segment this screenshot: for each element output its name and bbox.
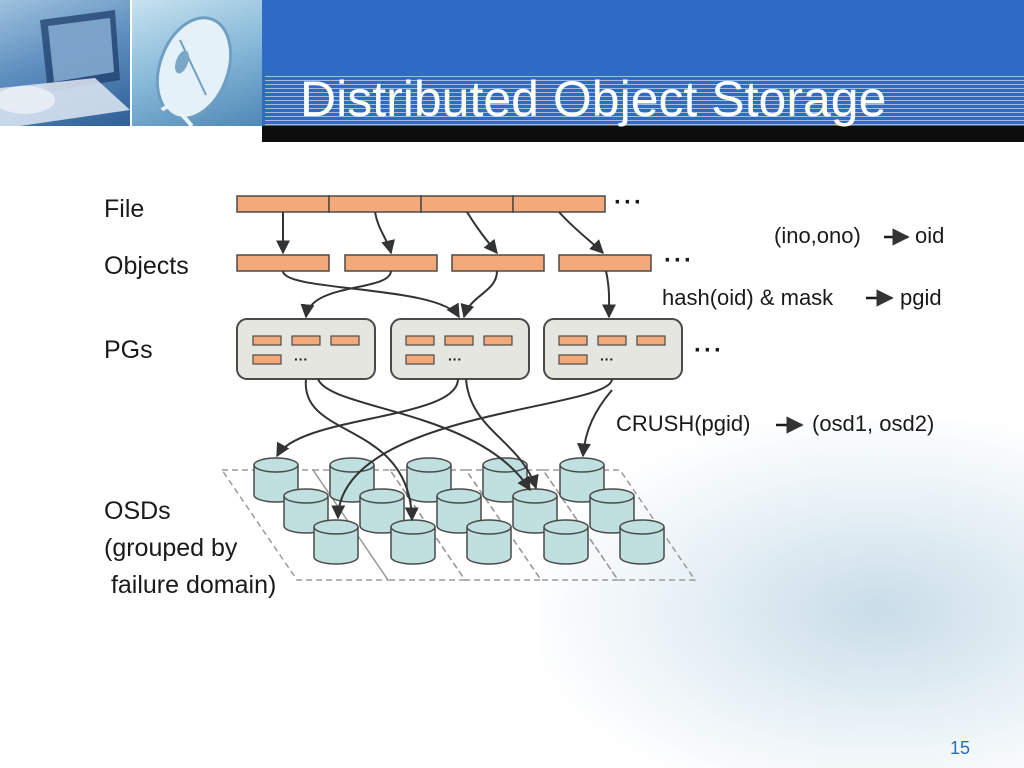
object-block: [451, 254, 545, 272]
pg-object: [558, 335, 588, 346]
pg-object: [330, 335, 360, 346]
slide-title: Distributed Object Storage: [300, 71, 887, 127]
arrow: [466, 211, 498, 255]
pg-object: [636, 335, 666, 346]
pg-group-2: ···: [390, 318, 530, 380]
pg-group-1: ···: [236, 318, 376, 380]
page-number: 15: [949, 738, 970, 758]
file-ellipsis: ···: [614, 189, 644, 216]
background-people-photo: [540, 420, 1024, 768]
pgs-label: PGs: [104, 336, 153, 364]
mapping-input: (ino,ono): [774, 223, 861, 248]
arrow: [300, 270, 392, 319]
file-bar: [236, 195, 606, 213]
osd-disk: [619, 519, 665, 565]
osds-label-line3: failure domain): [104, 571, 276, 599]
arrow: [276, 378, 459, 458]
osd-row-1: [253, 457, 605, 503]
object-block: [344, 254, 438, 272]
mapping-pg-to-osd: CRUSH(pgid) (osd1, osd2): [616, 411, 934, 436]
arrow: [602, 270, 617, 319]
objects-ellipsis: ···: [664, 247, 694, 274]
arrow: [576, 389, 613, 458]
file-to-object-arrows: [276, 211, 604, 255]
pg-object: [597, 335, 627, 346]
osd-disk: [543, 519, 589, 565]
pg-box: [543, 318, 683, 380]
object-block: [236, 254, 330, 272]
pg-object: [291, 335, 321, 346]
file-segment: [512, 195, 606, 213]
photo-separator: [130, 0, 132, 126]
mapping-input: hash(oid) & mask: [662, 285, 834, 310]
arrow: [331, 378, 613, 520]
osd-disk: [559, 457, 605, 503]
arrow: [558, 211, 604, 254]
file-label: File: [104, 195, 144, 223]
pg-object: [483, 335, 513, 346]
pg-group-3: ···: [543, 318, 683, 380]
pg-object: [405, 354, 435, 365]
pgs-ellipsis: ···: [694, 337, 724, 364]
file-segment: [420, 195, 514, 213]
pg-box: [390, 318, 530, 380]
file-segment: [328, 195, 422, 213]
objects-label: Objects: [104, 252, 189, 280]
osd-disk: [313, 519, 359, 565]
osd-disk: [390, 519, 436, 565]
pg-to-osd-arrows: [276, 378, 613, 522]
mapping-output: oid: [915, 223, 944, 248]
mouse-photo: [132, 0, 262, 126]
title-band-pattern: [265, 76, 1024, 126]
title-underline-bar: [262, 126, 1024, 142]
mapping-input: CRUSH(pgid): [616, 411, 750, 436]
pg-object: [444, 335, 474, 346]
pg-object: [252, 354, 282, 365]
arrow: [374, 211, 395, 255]
laptop-photo-art: [0, 10, 130, 126]
pg-ellipsis: ···: [448, 351, 462, 367]
pg-object: [405, 335, 435, 346]
osds-label-line2: (grouped by: [104, 534, 238, 562]
osd-row-3: [313, 519, 665, 565]
objects-row: [236, 254, 652, 272]
osds-label-line1: OSDs: [104, 497, 171, 525]
mapping-output: (osd1, osd2): [812, 411, 934, 436]
arrow: [465, 378, 539, 490]
arrow: [282, 270, 460, 319]
arrow: [304, 378, 419, 522]
arrow: [317, 378, 531, 492]
osd-disk: [466, 519, 512, 565]
laptop-photo: [0, 0, 130, 126]
object-block: [558, 254, 652, 272]
mapping-output: pgid: [900, 285, 942, 310]
pg-box: [236, 318, 376, 380]
pg-object: [252, 335, 282, 346]
object-to-pg-arrows: [282, 270, 617, 319]
mapping-object-to-pgid: hash(oid) & mask pgid: [662, 285, 942, 310]
mapping-file-to-oid: (ino,ono) oid: [774, 223, 944, 248]
mouse-photo-art: [155, 16, 233, 126]
pg-object: [558, 354, 588, 365]
file-segment: [236, 195, 330, 213]
pg-ellipsis: ···: [600, 351, 614, 367]
pg-ellipsis: ···: [294, 351, 308, 367]
arrow: [460, 270, 498, 319]
